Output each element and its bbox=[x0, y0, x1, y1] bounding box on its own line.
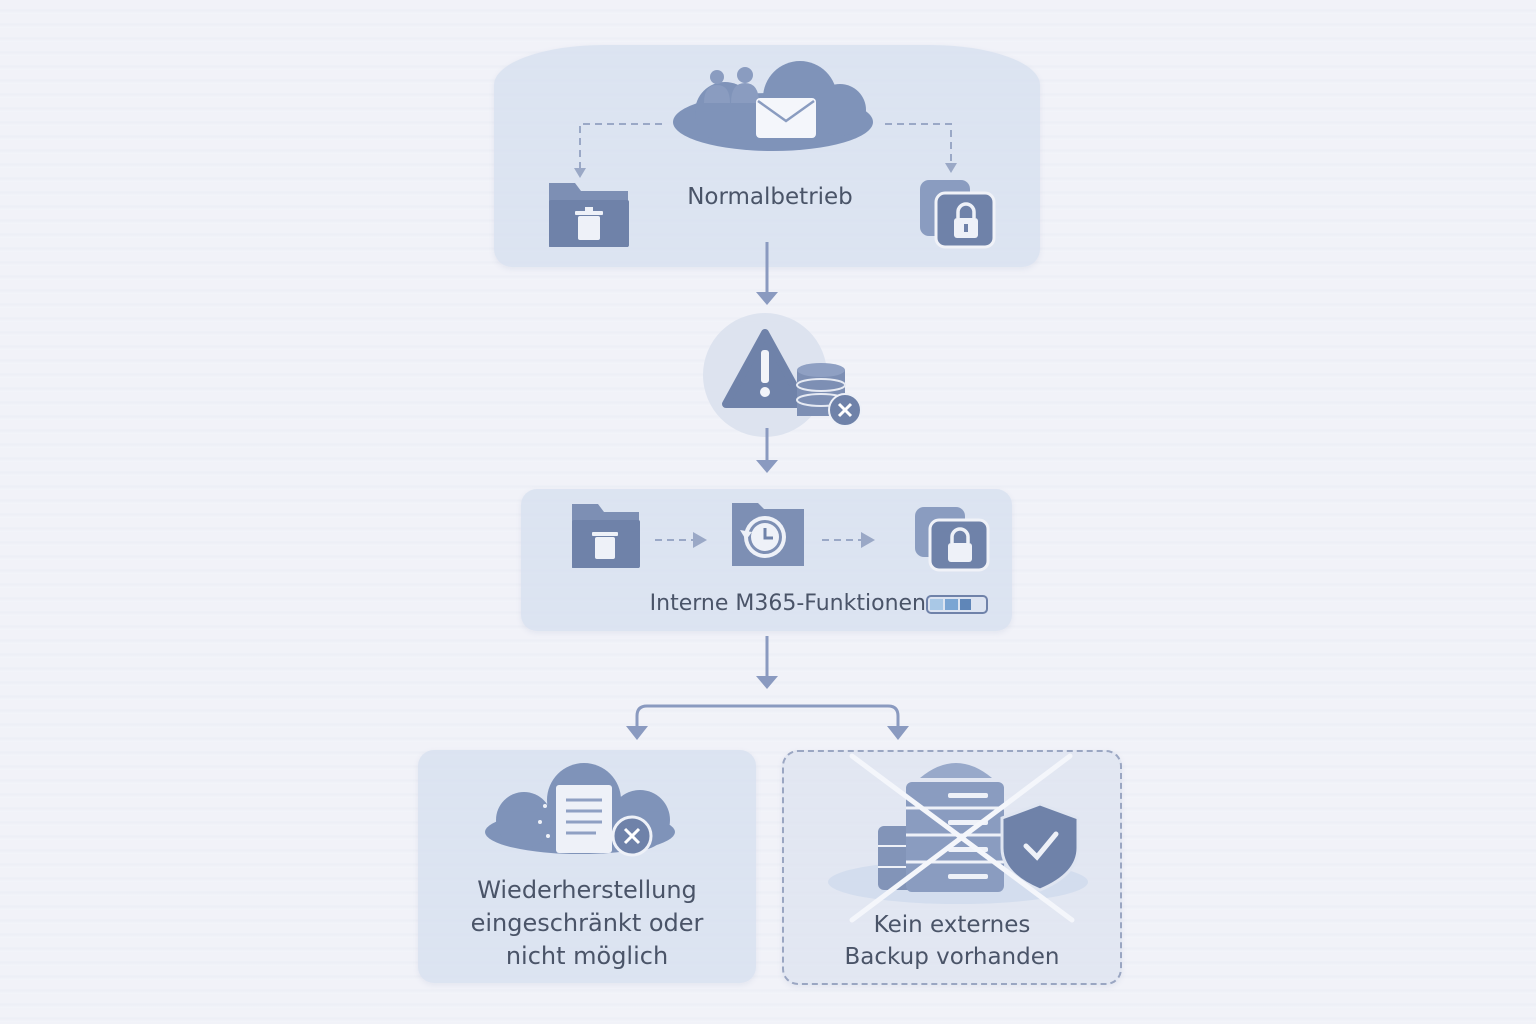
arrow-down-3 bbox=[756, 636, 778, 689]
top-dashed-connectors bbox=[579, 123, 952, 170]
arrowhead-left bbox=[574, 168, 586, 178]
normal-operation-label: Normalbetrieb bbox=[687, 184, 853, 210]
split-arrowhead-left bbox=[626, 726, 648, 740]
warning-icon bbox=[722, 329, 808, 408]
restore-limited-line2: eingeschränkt oder bbox=[470, 909, 704, 937]
mail-icon bbox=[756, 98, 816, 138]
arrowhead-2 bbox=[861, 532, 875, 548]
database-error-icon bbox=[796, 363, 862, 427]
no-backup-line2: Backup vorhanden bbox=[844, 944, 1060, 970]
shield-check-icon bbox=[1000, 802, 1080, 892]
folder-lock-icon bbox=[915, 507, 990, 572]
folder-trash-icon bbox=[549, 183, 629, 247]
arrowhead-1 bbox=[693, 532, 707, 548]
arrowhead-right bbox=[945, 163, 957, 173]
folder-lock-icon bbox=[920, 180, 996, 249]
cloud-document-error-icon bbox=[485, 763, 675, 857]
arrow-down-2 bbox=[756, 428, 778, 473]
folder-trash-icon bbox=[572, 504, 640, 568]
restore-limited-line3: nicht möglich bbox=[505, 942, 669, 970]
split-arrowhead-right bbox=[887, 726, 909, 740]
internal-functions-label: Interne M365-Funktionen bbox=[649, 591, 926, 616]
restore-clock-icon bbox=[732, 503, 804, 566]
cross-out-x bbox=[849, 753, 1075, 923]
arrow-down-1 bbox=[756, 242, 778, 305]
split-connector bbox=[635, 704, 900, 728]
battery-icon bbox=[926, 595, 988, 614]
people-icon bbox=[704, 67, 759, 103]
server-icon bbox=[878, 763, 1004, 892]
restore-limited-line1: Wiederherstellung bbox=[477, 876, 697, 904]
no-backup-line1: Kein externes bbox=[873, 912, 1031, 938]
